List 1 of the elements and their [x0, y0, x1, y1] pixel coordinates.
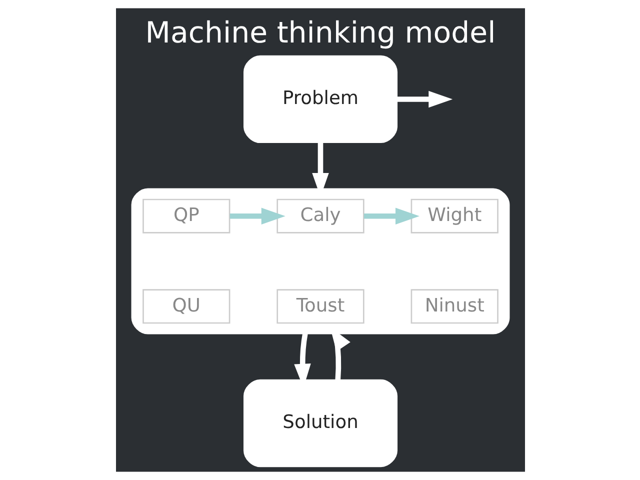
diagram-title: Machine thinking model — [144, 15, 496, 50]
